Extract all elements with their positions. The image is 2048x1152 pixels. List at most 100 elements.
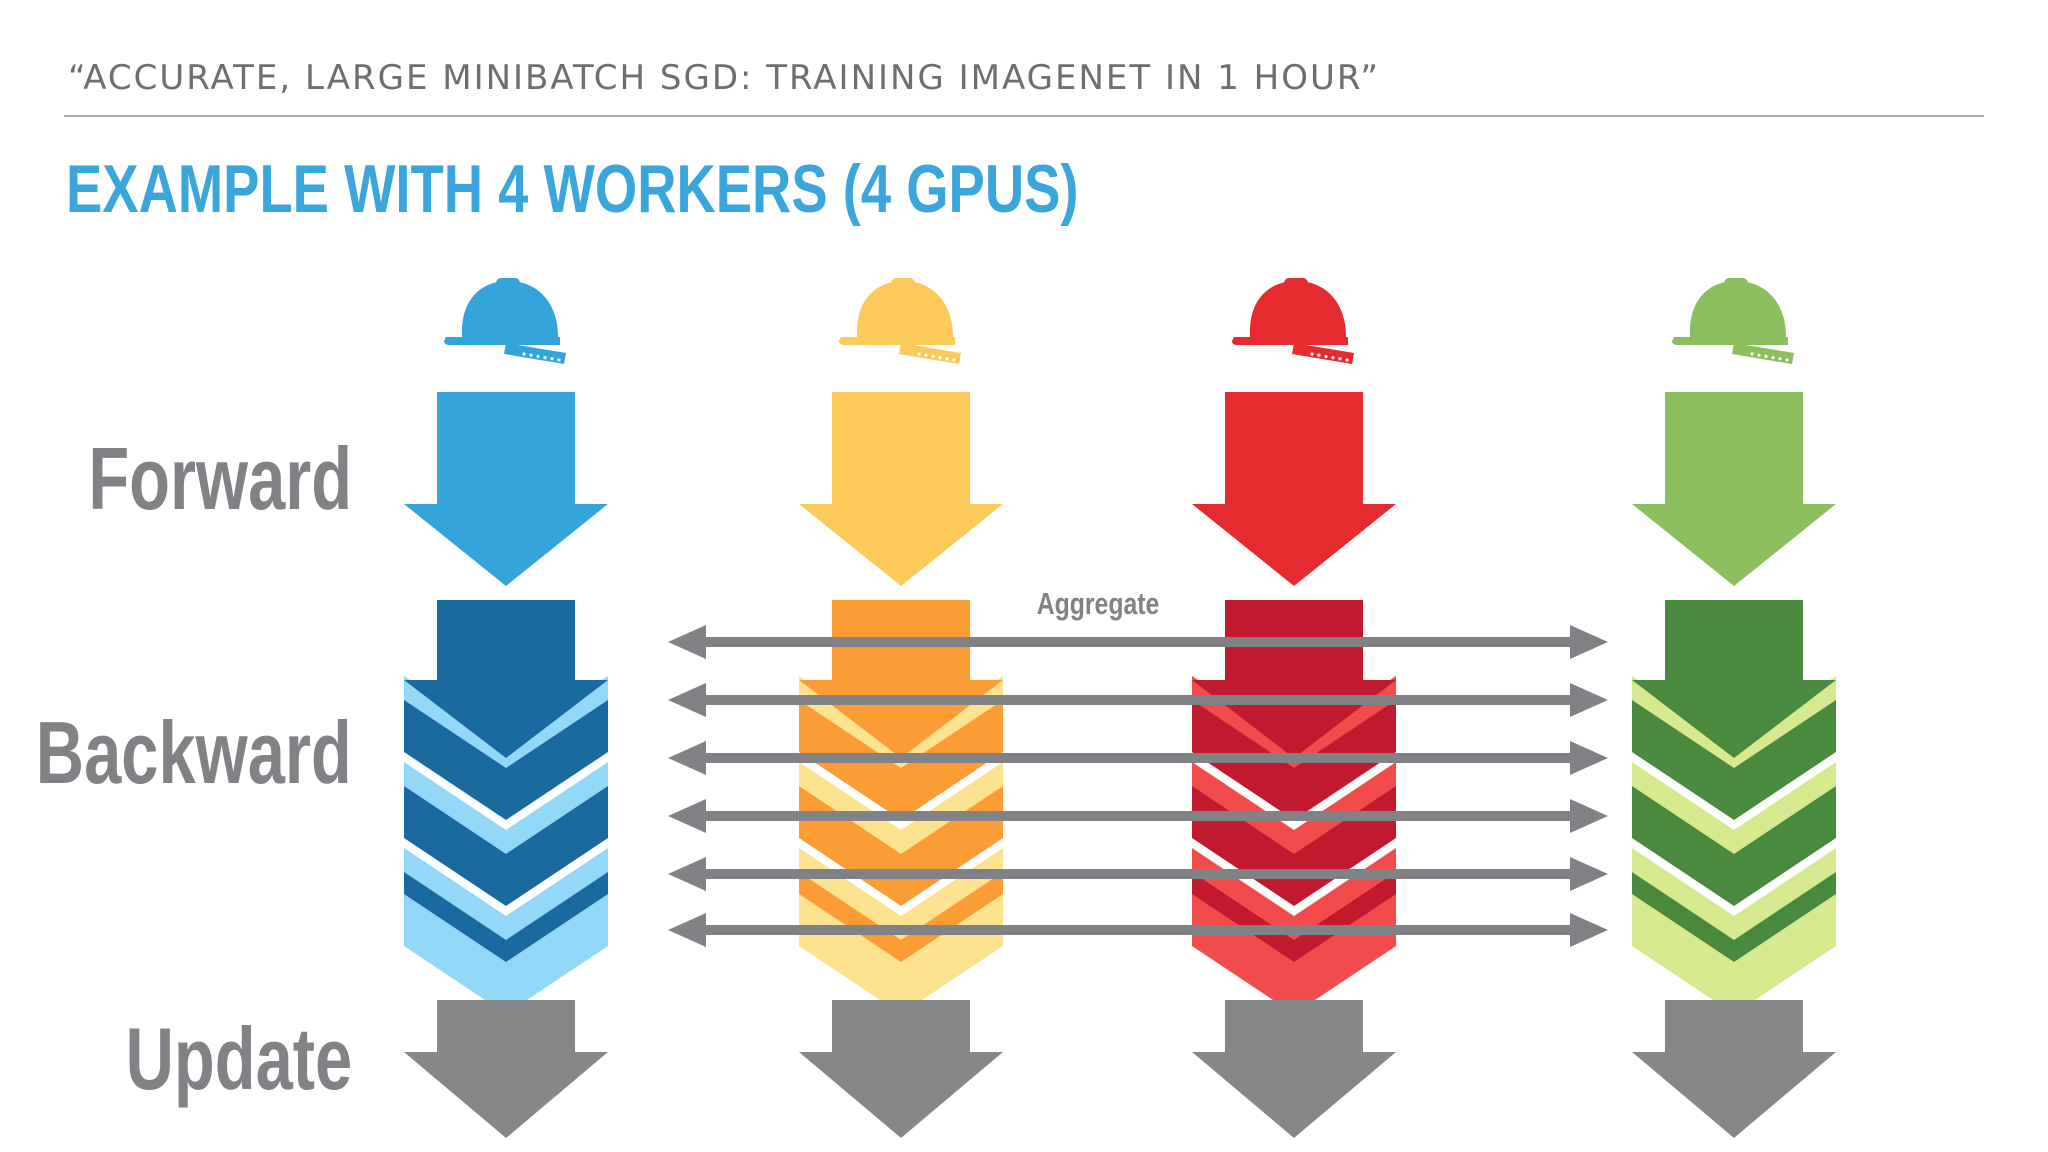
strap-dot (938, 356, 942, 360)
aggregate-arrow (668, 625, 1608, 659)
strap-dot (550, 357, 554, 361)
hat-dome (856, 281, 953, 337)
update-row-label: Update (125, 1009, 352, 1108)
strap-dot (1310, 352, 1314, 356)
strap-dot (924, 353, 928, 357)
hat-dome (1249, 281, 1346, 337)
strap-dot (536, 354, 540, 358)
worker-2-update-arrow (799, 1000, 1003, 1138)
strap-dot (1750, 352, 1754, 356)
aggregate-arrow (668, 683, 1608, 717)
strap-dot (1785, 358, 1789, 362)
worker-4-backward-stack (1632, 676, 1836, 1014)
strap-dot (1317, 353, 1321, 357)
worker-2-hard-hat-icon (839, 278, 961, 364)
hat-strap (1732, 343, 1794, 364)
backward-chevron (404, 786, 608, 906)
worker-3-hard-hat-icon (1232, 278, 1354, 364)
hat-dome (1689, 281, 1786, 337)
aggregate-arrow-right-head (1570, 741, 1608, 775)
hat-brim (1232, 337, 1348, 345)
forward-row-label: Forward (88, 429, 352, 528)
hat-strap (504, 343, 566, 364)
hat-brim (839, 337, 955, 345)
backward-chevron (404, 894, 608, 1014)
aggregate-arrow (668, 857, 1608, 891)
strap-dot (1757, 353, 1761, 357)
hat-brim (444, 337, 560, 345)
worker-column-4 (1632, 278, 1836, 1138)
backward-chevron (1632, 894, 1836, 1014)
backward-chevron (799, 786, 1003, 906)
worker-4-hard-hat-icon (1672, 278, 1794, 364)
aggregate-arrow (668, 799, 1608, 833)
aggregate-arrow-shaft (690, 869, 1590, 879)
backward-chevron (1192, 894, 1396, 1014)
slide-subtitle: “ACCURATE, LARGE MINIBATCH SGD: TRAINING… (68, 58, 1380, 98)
aggregate-arrow (668, 741, 1608, 775)
worker-3-forward-arrow (1192, 392, 1396, 586)
worker-1-update-arrow (404, 1000, 608, 1138)
strap-dot (917, 352, 921, 356)
strap-dot (952, 358, 956, 362)
worker-2-forward-arrow (799, 392, 1003, 586)
backward-chevron (799, 894, 1003, 1014)
strap-dot (529, 353, 533, 357)
worker-1-backward-arrow (404, 600, 608, 758)
aggregate-arrow-right-head (1570, 683, 1608, 717)
aggregate-arrow-right-head (1570, 625, 1608, 659)
strap-dot (1324, 354, 1328, 358)
worker-4-forward-arrow (1632, 392, 1836, 586)
slide-title: EXAMPLE WITH 4 WORKERS (4 GPUS) (66, 151, 1079, 227)
aggregate-arrow (668, 913, 1608, 947)
aggregate-arrow-shaft (690, 637, 1590, 647)
hat-dome (461, 281, 558, 337)
strap-dot (945, 357, 949, 361)
aggregate-arrow-shaft (690, 753, 1590, 763)
aggregate-arrow-right-head (1570, 799, 1608, 833)
aggregate-arrow-right-head (1570, 913, 1608, 947)
backward-chevron (1192, 786, 1396, 906)
aggregate-arrow-right-head (1570, 857, 1608, 891)
strap-dot (1771, 356, 1775, 360)
aggregate-arrow-shaft (690, 925, 1590, 935)
backward-chevron (1632, 786, 1836, 906)
strap-dot (1345, 358, 1349, 362)
worker-1-backward-stack (404, 676, 608, 1014)
backward-chevron (1632, 700, 1836, 820)
aggregate-arrow-left-head (668, 625, 706, 659)
worker-4-backward-arrow (1632, 600, 1836, 758)
hat-strap (899, 343, 961, 364)
worker-1-forward-arrow (404, 392, 608, 586)
worker-1-hard-hat-icon (444, 278, 566, 364)
strap-dot (522, 352, 526, 356)
hat-ridge (1724, 278, 1748, 294)
strap-dot (557, 358, 561, 362)
strap-dot (931, 354, 935, 358)
strap-dot (1764, 354, 1768, 358)
worker-4-update-arrow (1632, 1000, 1836, 1138)
worker-3-update-arrow (1192, 1000, 1396, 1138)
header-divider (64, 115, 1984, 117)
backward-row-label: Backward (36, 703, 352, 802)
hat-brim (1672, 337, 1788, 345)
hat-ridge (1284, 278, 1308, 294)
aggregate-label: Aggregate (1037, 586, 1160, 620)
worker-column-2 (799, 278, 1003, 1138)
hat-strap (1292, 343, 1354, 364)
aggregate-arrow-shaft (690, 811, 1590, 821)
aggregate-arrow-left-head (668, 683, 706, 717)
worker-columns (404, 278, 1836, 1138)
backward-chevron (404, 700, 608, 820)
worker-column-3 (1192, 278, 1396, 1138)
aggregate-arrow-left-head (668, 913, 706, 947)
aggregate-arrow-left-head (668, 857, 706, 891)
strap-dot (543, 356, 547, 360)
aggregate-arrow-shaft (690, 695, 1590, 705)
worker-column-1 (404, 278, 608, 1138)
hat-ridge (891, 278, 915, 294)
aggregate-arrow-left-head (668, 741, 706, 775)
strap-dot (1778, 357, 1782, 361)
